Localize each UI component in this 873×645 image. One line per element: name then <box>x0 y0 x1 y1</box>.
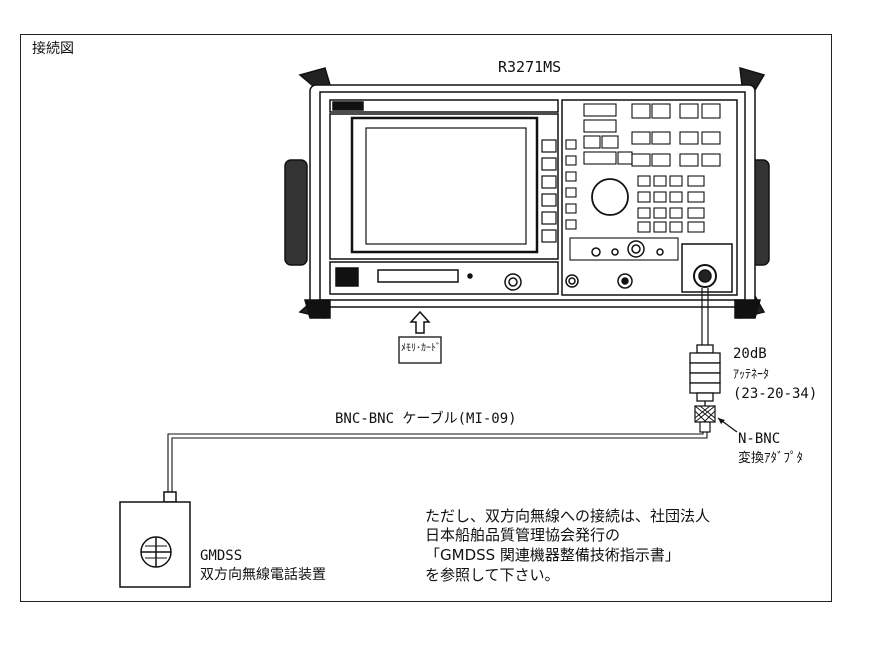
note-line-1: ただし、双方向無線への接続は、社団法人 <box>425 507 711 525</box>
memory-card-label: ﾒﾓﾘ･ｶｰﾄﾞ <box>401 343 441 354</box>
note-line-3: 「GMDSS 関連機器整備技術指示書」 <box>425 546 680 564</box>
memory-card-box <box>398 336 442 364</box>
input-cable <box>701 288 709 345</box>
adapter-desc: 変換ｱﾀﾞﾌﾟﾀ <box>738 451 804 466</box>
n-bnc-adapter <box>694 405 716 433</box>
device-desc: 双方向無線電話装置 <box>200 567 326 583</box>
adapter-name: N-BNC <box>738 431 781 447</box>
bnc-bnc-cable <box>167 432 708 492</box>
gmdss-transceiver <box>119 491 191 588</box>
device-name: GMDSS <box>200 548 243 564</box>
attenuator-20db <box>689 344 721 406</box>
note-line-2: 日本船舶品質管理協会発行の <box>425 526 621 544</box>
memory-card-arrow <box>409 310 431 334</box>
diagram-frame <box>20 34 832 602</box>
cable-label: BNC-BNC ケーブル(MI-09) <box>335 411 517 427</box>
attenuator-name: ｱｯﾃﾈｰﾀ <box>733 367 770 381</box>
spectrum-analyzer <box>284 66 770 319</box>
attenuator-part-number: (23-20-34) <box>733 386 818 402</box>
note-line-4: を参照して下さい。 <box>425 566 560 584</box>
attenuator-spec: 20dB <box>733 346 767 362</box>
instrument-model: R3271MS <box>498 58 562 76</box>
diagram-title: 接続図 <box>32 41 74 57</box>
